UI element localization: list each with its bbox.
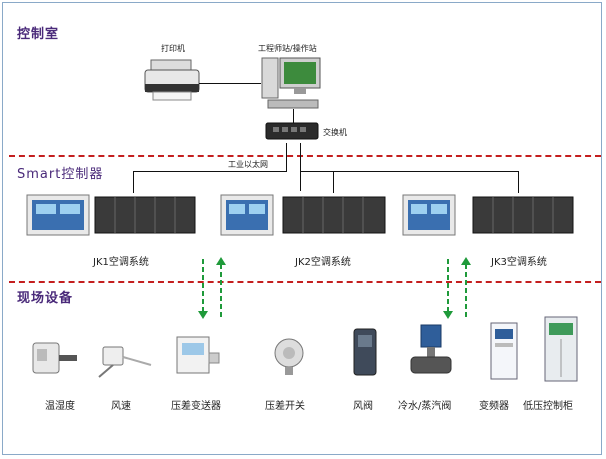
- ethernet-bus-right: [300, 171, 518, 172]
- temp-humidity-sensor-icon: [32, 342, 77, 374]
- printer-label: 打印机: [161, 44, 185, 53]
- device-label-air-velocity: 风速: [111, 401, 131, 412]
- ethernet-drop-right: [300, 143, 301, 191]
- diagram-frame: 控制室 Smart控制器 现场设备 打印机 工程师站/操作站 交换机 工业以太网: [2, 2, 602, 455]
- vfd-icon: [490, 322, 518, 380]
- ethernet-label: 工业以太网: [228, 160, 268, 169]
- workstation-icon: [261, 57, 321, 109]
- device-label-lv-control-cabinet: 低压控制柜: [523, 401, 573, 412]
- switch-label: 交换机: [323, 128, 347, 137]
- lv-control-cabinet-icon: [544, 316, 578, 382]
- device-label-vfd: 变频器: [479, 401, 509, 412]
- jk3-field-arrows: [443, 257, 471, 319]
- section-smart-controller-title: Smart控制器: [17, 167, 104, 182]
- water-steam-valve-icon: [410, 324, 452, 374]
- ethernet-drop-left: [286, 143, 287, 171]
- jk1-controller-group: [26, 194, 196, 236]
- switch-icon: [265, 122, 319, 140]
- device-label-diff-pressure-transmitter: 压差变送器: [171, 401, 221, 412]
- device-label-diff-pressure-switch: 压差开关: [265, 401, 305, 412]
- workstation-label: 工程师站/操作站: [258, 44, 317, 53]
- jk3-controller-group: [402, 194, 574, 236]
- ethernet-to-jk1: [133, 171, 134, 193]
- section-control-room-title: 控制室: [17, 27, 60, 42]
- jk3-label: JK3空调系统: [491, 257, 547, 268]
- device-label-temp-humidity: 温湿度: [45, 401, 75, 412]
- air-damper-actuator-icon: [353, 328, 377, 376]
- jk2-controller-group: [220, 194, 386, 236]
- section-field-devices-title: 现场设备: [17, 291, 74, 306]
- device-label-air-damper: 风阀: [353, 401, 373, 412]
- air-velocity-sensor-icon: [98, 346, 152, 378]
- ethernet-to-jk2: [333, 171, 334, 193]
- divider-controller: [9, 281, 601, 283]
- printer-workstation-link: [199, 83, 261, 84]
- jk2-field-arrows: [198, 257, 226, 319]
- diff-pressure-switch-icon: [274, 338, 304, 375]
- jk1-label: JK1空调系统: [93, 257, 149, 268]
- ethernet-bus-left: [133, 171, 287, 172]
- jk2-label: JK2空调系统: [295, 257, 351, 268]
- printer-icon: [144, 59, 200, 101]
- ethernet-to-jk3: [518, 171, 519, 193]
- workstation-switch-link: [293, 109, 294, 123]
- divider-control-room: [9, 155, 601, 157]
- device-label-water-steam-valve: 冷水/蒸汽阀: [398, 401, 452, 412]
- diff-pressure-transmitter-icon: [176, 336, 220, 374]
